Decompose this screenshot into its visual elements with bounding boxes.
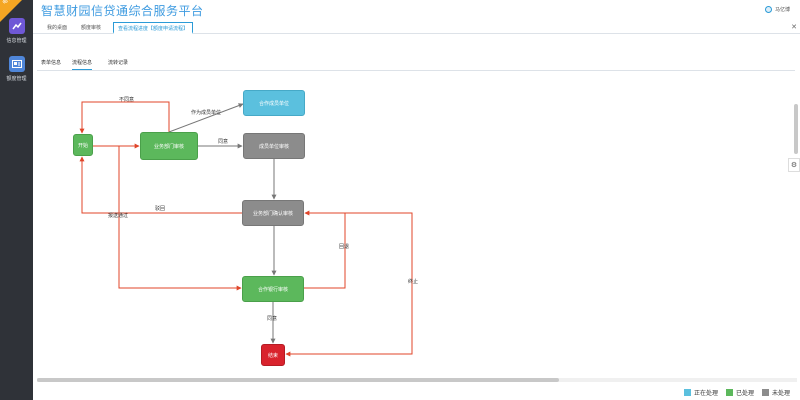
subtab-flow-info[interactable]: 流程信息 bbox=[72, 56, 93, 70]
app-title: 智慧财园信贷通综合服务平台 bbox=[41, 4, 204, 18]
tab-quota-review[interactable]: 额度审核 bbox=[81, 25, 102, 31]
sidebar: 电子 信息管理 额度管理 bbox=[0, 0, 33, 400]
user-name: 马亿博 bbox=[774, 7, 790, 13]
sidebar-item-info[interactable]: 信息管理 bbox=[0, 18, 33, 44]
edge-label-report-ok: 报送通过 bbox=[108, 213, 129, 219]
legend-label: 正在处理 bbox=[693, 390, 718, 397]
header: 智慧财园信贷通综合服务平台 马亿博 bbox=[33, 0, 800, 20]
edge-stop bbox=[285, 212, 413, 357]
legend-processed: 已处理 bbox=[725, 388, 754, 397]
tab-my-desktop[interactable]: 我的桌面 bbox=[47, 25, 68, 31]
tab-bar: 我的桌面 额度审核 查看流程进度【额度申请流程】 ✕ bbox=[33, 20, 800, 34]
flow-node-bank-review[interactable]: 合作银行审核 bbox=[242, 276, 304, 302]
edge-label-disagree: 不同意 bbox=[119, 97, 135, 103]
subtab-divider bbox=[37, 70, 795, 71]
edge-label-rollback: 回退 bbox=[339, 244, 350, 250]
legend-processing: 正在处理 bbox=[683, 388, 718, 397]
user-menu[interactable]: 马亿博 bbox=[764, 6, 790, 13]
horizontal-scrollbar[interactable] bbox=[37, 378, 559, 382]
flow-node-dept-review[interactable]: 业务部门审核 bbox=[140, 132, 198, 160]
legend-swatch bbox=[761, 389, 769, 396]
flow-node-end[interactable]: 结束 bbox=[261, 344, 285, 366]
edge-label-as-member: 作为成员单位 bbox=[191, 110, 222, 116]
edge-rollback bbox=[304, 210, 346, 289]
close-icon[interactable]: ✕ bbox=[791, 23, 797, 31]
legend-swatch bbox=[725, 389, 733, 396]
flow-node-start[interactable]: 开始 bbox=[73, 134, 93, 156]
vertical-scrollbar[interactable] bbox=[794, 104, 798, 154]
status-legend: 正在处理 已处理 未处理 bbox=[683, 388, 790, 397]
corner-ribbon bbox=[0, 0, 22, 22]
user-avatar-icon bbox=[764, 6, 772, 13]
sidebar-item-label: 信息管理 bbox=[6, 38, 27, 44]
edge-label-stop: 终止 bbox=[408, 279, 419, 285]
sidebar-item-quota[interactable]: 额度管理 bbox=[0, 56, 33, 82]
edge-disagree bbox=[79, 101, 170, 134]
sidebar-item-label: 额度管理 bbox=[6, 76, 27, 82]
legend-label: 已处理 bbox=[735, 390, 754, 397]
tab-flow-progress[interactable]: 查看流程进度【额度申请流程】 bbox=[113, 22, 194, 34]
legend-unprocessed: 未处理 bbox=[761, 388, 790, 397]
edge-label-reject: 驳回 bbox=[155, 206, 166, 212]
legend-swatch bbox=[683, 389, 691, 396]
subtab-form-info[interactable]: 表单信息 bbox=[41, 60, 62, 66]
edge-report-ok bbox=[118, 146, 242, 291]
edge-reject bbox=[79, 156, 242, 214]
flow-node-dept-confirm[interactable]: 业务部门确认审核 bbox=[242, 200, 304, 226]
edge-as-member bbox=[168, 103, 244, 133]
subtab-flow-record[interactable]: 流转记录 bbox=[108, 60, 129, 66]
legend-label: 未处理 bbox=[771, 390, 790, 397]
flow-node-member-review[interactable]: 成员单位审核 bbox=[243, 133, 305, 159]
flow-node-coop-member[interactable]: 合作成员单位 bbox=[243, 90, 305, 116]
edge-label-agree1: 同意 bbox=[218, 139, 229, 145]
edge-label-agree2: 同意 bbox=[267, 316, 278, 322]
flow-diagram bbox=[79, 101, 413, 357]
card-icon bbox=[8, 56, 25, 72]
main-content: 表单信息 流程信息 流转记录 bbox=[33, 34, 800, 386]
gear-icon[interactable]: ⚙ bbox=[788, 158, 800, 172]
chart-icon bbox=[8, 18, 25, 34]
